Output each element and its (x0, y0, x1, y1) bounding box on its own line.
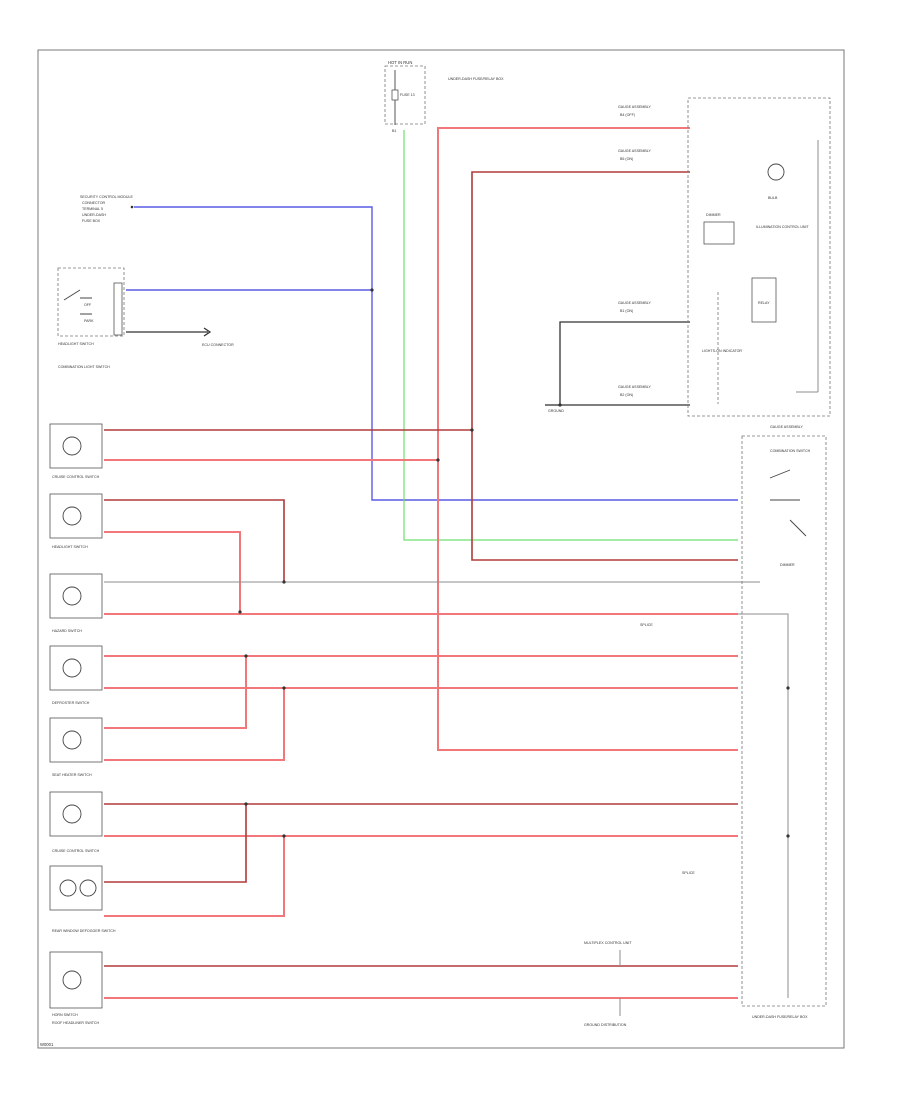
bulb-icon (767, 163, 785, 181)
switch-a-label: HEADLIGHT SWITCH (58, 342, 94, 346)
svg-text:RELAY: RELAY (758, 301, 770, 305)
fuse-icon (391, 89, 399, 101)
relay-icon (751, 277, 777, 323)
headlight-switch-block: OFF PARK HEADLIGHT SWITCH COMBINATION LI… (57, 267, 234, 369)
svg-text:GAUGE ASSEMBLY: GAUGE ASSEMBLY (618, 385, 651, 389)
svg-text:DEFROSTER SWITCH: DEFROSTER SWITCH (52, 701, 90, 705)
diagram-frame (37, 49, 845, 1049)
connector-note: ECU CONNECTOR (202, 343, 234, 347)
svg-text:TERMINAL 5: TERMINAL 5 (82, 207, 103, 211)
green-wire (403, 130, 738, 541)
fuse-box-outline (384, 65, 426, 125)
svg-text:CRUISE CONTROL SWITCH: CRUISE CONTROL SWITCH (52, 849, 100, 853)
right-module: BULB DIMMER ILLUMINATION CONTROL UNIT RE… (687, 97, 831, 429)
sensor-8: HORN SWITCH ROOF HEADLINER SWITCH (49, 951, 103, 1025)
left-module-a-label: SECURITY CONTROL MODULE (80, 195, 134, 199)
svg-text:PARK: PARK (84, 319, 94, 323)
svg-text:ILLUMINATION CONTROL UNIT: ILLUMINATION CONTROL UNIT (756, 225, 810, 229)
svg-text:HEADLIGHT SWITCH: HEADLIGHT SWITCH (52, 545, 88, 549)
combination-switch-label: COMBINATION LIGHT SWITCH (58, 365, 110, 369)
junction-upper-label: UNDER-DASH FUSE/RELAY BOX (448, 77, 504, 81)
svg-text:GAUGE ASSEMBLY: GAUGE ASSEMBLY (770, 425, 803, 429)
connector-arrow (203, 327, 212, 337)
svg-text:LIGHTS-ON INDICATOR: LIGHTS-ON INDICATOR (702, 349, 742, 353)
ignition-source: HOT IN RUN FUSE 13 UNDER-DASH FUSE/RELAY… (384, 60, 504, 133)
sensor-1: CRUISE CONTROL SWITCH (49, 423, 103, 479)
right-module-outline (687, 97, 831, 417)
svg-text:BULB: BULB (768, 196, 778, 200)
svg-text:CONNECTOR: CONNECTOR (82, 201, 105, 205)
sensor-3: HAZARD SWITCH (49, 573, 103, 633)
svg-text:GROUND: GROUND (548, 409, 564, 413)
svg-text:MULTIPLEX CONTROL UNIT: MULTIPLEX CONTROL UNIT (584, 941, 632, 945)
svg-text:SEAT HEATER SWITCH: SEAT HEATER SWITCH (52, 773, 92, 777)
svg-text:SPLICE: SPLICE (640, 623, 653, 627)
svg-text:REAR WINDOW DEFOGGER SWITCH: REAR WINDOW DEFOGGER SWITCH (52, 929, 116, 933)
svg-text:HAZARD SWITCH: HAZARD SWITCH (52, 629, 82, 633)
blue-wire-1 (134, 206, 738, 501)
svg-text:OFF: OFF (84, 303, 92, 307)
left-module-a: SECURITY CONTROL MODULE CONNECTOR TERMIN… (80, 195, 134, 223)
splice-points (238, 288, 790, 838)
dimmer-box (703, 221, 735, 245)
svg-text:CRUISE CONTROL SWITCH: CRUISE CONTROL SWITCH (52, 475, 100, 479)
svg-text:SPLICE: SPLICE (682, 871, 695, 875)
switch-icon (63, 289, 92, 315)
svg-text:B4 (OFF): B4 (OFF) (620, 113, 635, 117)
svg-text:B1 (ON): B1 (ON) (620, 309, 633, 313)
sensor-4: DEFROSTER SWITCH (49, 645, 103, 705)
sensor-7: REAR WINDOW DEFOGGER SWITCH (49, 865, 116, 933)
right-connectors: GAUGE ASSEMBLY B4 (OFF) GAUGE ASSEMBLY B… (548, 105, 651, 413)
svg-text:FUSE BOX: FUSE BOX (82, 219, 101, 223)
ignition-fuse-label: FUSE 13 (400, 93, 415, 97)
sensor-5: SEAT HEATER SWITCH (49, 717, 103, 777)
svg-text:B2 (ON): B2 (ON) (620, 393, 633, 397)
svg-text:ROOF HEADLINER SWITCH: ROOF HEADLINER SWITCH (52, 1021, 100, 1025)
wire-harness (104, 127, 789, 1016)
svg-text:GAUGE ASSEMBLY: GAUGE ASSEMBLY (618, 105, 651, 109)
svg-text:COMBINATION SWITCH: COMBINATION SWITCH (770, 449, 811, 453)
right-bottom-box: COMBINATION SWITCH DIMMER SPLICE UNDER-D… (584, 435, 827, 1027)
dark-red-wire (471, 171, 738, 561)
sensor-icon (62, 436, 82, 456)
svg-text:B5 (ON): B5 (ON) (620, 157, 633, 161)
red-trunk (437, 127, 738, 751)
svg-text:DIMMER: DIMMER (780, 563, 795, 567)
right-bottom-outline (741, 435, 827, 1007)
svg-text:UNDER-DASH FUSE/RELAY BOX: UNDER-DASH FUSE/RELAY BOX (752, 1015, 808, 1019)
ignition-top-label: HOT IN RUN (388, 60, 412, 65)
sensor-6: CRUISE CONTROL SWITCH (49, 791, 103, 853)
svg-text:B1: B1 (392, 129, 396, 133)
switch-a-outline (57, 267, 125, 337)
svg-text:HORN SWITCH: HORN SWITCH (52, 1013, 78, 1017)
svg-text:GAUGE ASSEMBLY: GAUGE ASSEMBLY (618, 149, 651, 153)
sensor-column: CRUISE CONTROL SWITCH HEADLIGHT SWITCH H… (49, 423, 116, 1025)
svg-text:UNDER-DASH: UNDER-DASH (82, 213, 106, 217)
svg-text:GROUND DISTRIBUTION: GROUND DISTRIBUTION (584, 1023, 627, 1027)
sensor-2: HEADLIGHT SWITCH (49, 493, 103, 549)
svg-text:DIMMER: DIMMER (706, 213, 721, 217)
svg-text:GAUGE ASSEMBLY: GAUGE ASSEMBLY (618, 301, 651, 305)
ground-wire (559, 321, 690, 406)
switch-icon (769, 469, 807, 537)
corner-code: W0001 (40, 1042, 54, 1047)
switch-a-connector (113, 282, 123, 336)
